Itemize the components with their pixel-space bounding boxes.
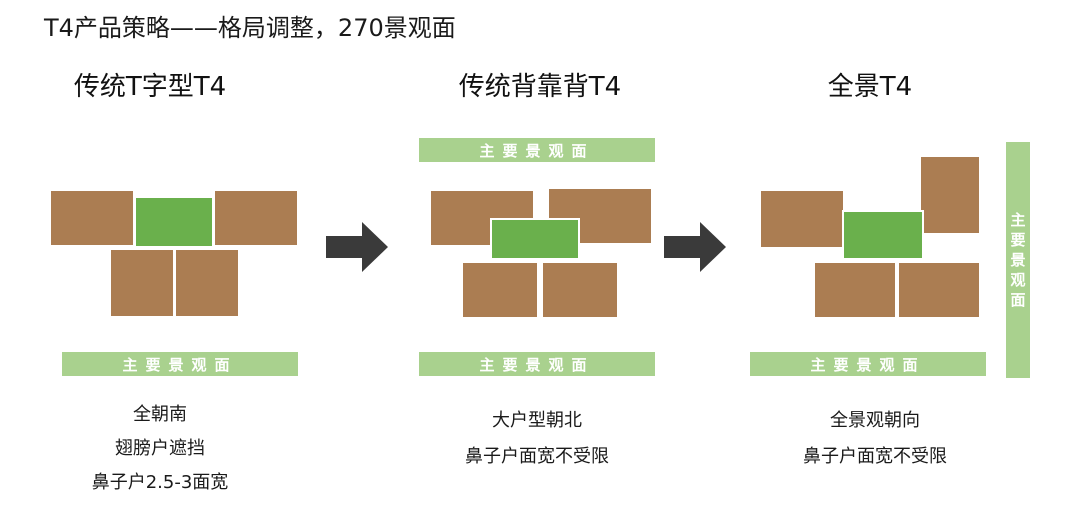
- right-arrow-icon: [326, 222, 388, 272]
- unit-west: [760, 190, 844, 248]
- desc-line: 全景观朝向: [830, 410, 920, 431]
- vbar-char: 面: [1010, 291, 1026, 309]
- core-block: [490, 218, 580, 260]
- unit-south-right: [898, 262, 980, 318]
- column-title-back-to-back: 传统背靠背T4: [458, 72, 622, 102]
- landscape-bar-bottom: 主要景观面: [750, 352, 986, 376]
- right-arrow-icon: [664, 222, 726, 272]
- unit-left-wing: [50, 190, 134, 246]
- page-title: T4产品策略——格局调整，270景观面: [44, 14, 456, 42]
- unit-nose-right: [175, 249, 239, 317]
- unit-nose-left: [110, 249, 174, 317]
- unit-right-wing: [214, 190, 298, 246]
- vbar-char: 主: [1010, 211, 1026, 229]
- vbar-char: 要: [1010, 231, 1026, 249]
- desc-line: 翅膀户遮挡: [115, 438, 205, 459]
- landscape-bar-right: 主 要 景 观 面: [1006, 142, 1030, 378]
- vbar-char: 景: [1010, 251, 1026, 269]
- landscape-bar-bottom: 主要景观面: [419, 352, 655, 376]
- column-title-panoramic: 全景T4: [827, 72, 913, 102]
- unit-south-right: [542, 262, 618, 318]
- landscape-bar-top: 主要景观面: [419, 138, 655, 162]
- landscape-bar-bottom: 主要景观面: [62, 352, 298, 376]
- unit-north-east: [920, 156, 980, 234]
- unit-south-left: [462, 262, 538, 318]
- desc-line: 全朝南: [133, 404, 187, 425]
- core-block: [134, 196, 214, 248]
- column-title-t-type: 传统T字型T4: [73, 72, 227, 102]
- desc-line: 鼻子户2.5-3面宽: [91, 472, 229, 493]
- vbar-char: 观: [1010, 271, 1026, 289]
- unit-south-left: [814, 262, 896, 318]
- desc-line: 大户型朝北: [492, 410, 582, 431]
- desc-line: 鼻子户面宽不受限: [803, 446, 947, 467]
- core-block: [842, 210, 924, 260]
- desc-line: 鼻子户面宽不受限: [465, 446, 609, 467]
